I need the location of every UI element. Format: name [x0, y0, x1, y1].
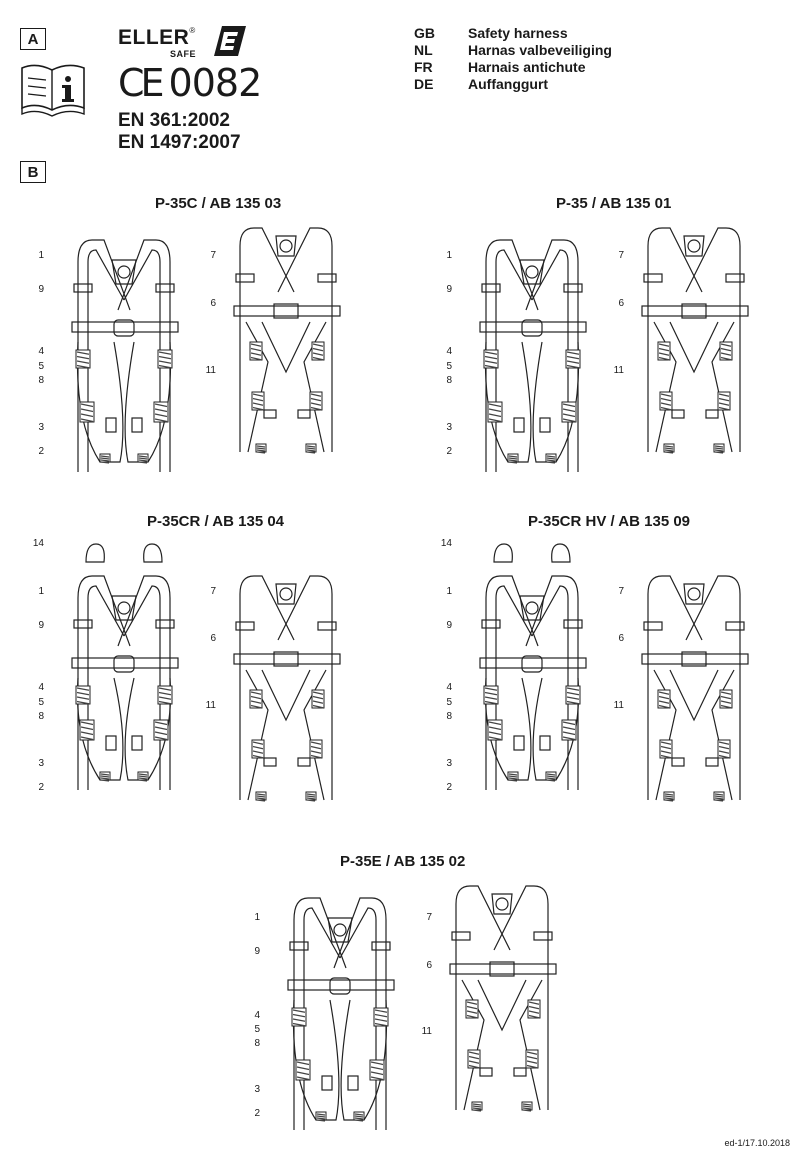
callout-label: 7	[618, 586, 624, 597]
callout-label: 9	[254, 946, 260, 957]
callout-label: 14	[32, 538, 44, 549]
language-row: DE Auffanggurt	[414, 76, 612, 93]
callout-label: 4	[446, 682, 452, 693]
model-title-p35: P-35 / AB 135 01	[556, 195, 672, 212]
callout-label: 11	[205, 365, 216, 376]
brand-registered-mark: ®	[189, 26, 196, 35]
callout-label: 7	[618, 250, 624, 261]
language-name: Harnas valbeveiliging	[468, 42, 612, 58]
language-code: FR	[414, 59, 433, 75]
callout-label: 1	[254, 912, 260, 923]
callout-label: 14	[440, 538, 452, 549]
read-manual-icon	[21, 64, 85, 117]
language-row: NL Harnas valbeveiliging	[414, 42, 612, 59]
callout-label: 5	[254, 1024, 260, 1035]
callout-label: 1	[446, 586, 452, 597]
callout-label: 6	[618, 633, 624, 644]
language-code: DE	[414, 76, 434, 92]
harness-back-view-2	[233, 575, 341, 802]
callout-label: 2	[446, 446, 452, 457]
notified-body-number: 0082	[168, 61, 263, 105]
harness-back-view-0	[233, 227, 341, 454]
callout-label: 7	[210, 586, 216, 597]
callout-label: 5	[38, 697, 44, 708]
harness-front-view-1	[479, 239, 587, 472]
model-title-p35crhv: P-35CR HV / AB 135 09	[528, 513, 691, 530]
language-row: GB Safety harness	[414, 25, 612, 42]
brand-logo: ELLER® SAFE	[118, 26, 246, 59]
brand-name: ELLER	[118, 26, 190, 49]
callout-label: 11	[613, 365, 624, 376]
harness-front-view-4	[287, 897, 395, 1130]
callout-label: 2	[38, 446, 44, 457]
standard-en1497: EN 1497:2007	[118, 132, 241, 153]
callout-label: 3	[38, 758, 44, 769]
callout-label: 5	[38, 361, 44, 372]
callout-label: 7	[210, 250, 216, 261]
callout-label: 8	[254, 1038, 260, 1049]
harness-back-view-3	[641, 575, 749, 802]
callout-label: 4	[38, 682, 44, 693]
callout-label: 3	[254, 1084, 260, 1095]
harness-front-view-0	[71, 239, 179, 472]
callout-label: 8	[446, 375, 452, 386]
callout-label: 11	[421, 1026, 432, 1037]
edition-footer: ed-1/17.10.2018	[724, 1138, 790, 1148]
section-a-label: A	[20, 28, 46, 50]
callout-label: 3	[446, 758, 452, 769]
harness-front-view-3	[479, 543, 587, 790]
callout-label: 9	[446, 284, 452, 295]
callout-label: 1	[38, 250, 44, 261]
brand-subtitle: SAFE	[170, 49, 197, 59]
callout-label: 3	[446, 422, 452, 433]
standard-en361: EN 361:2002	[118, 110, 230, 131]
model-title-p35cr: P-35CR / AB 135 04	[147, 513, 285, 530]
model-title-p35c: P-35C / AB 135 03	[155, 195, 282, 212]
callout-label: 7	[426, 912, 432, 923]
language-list: GB Safety harness NL Harnas valbeveiliging…	[414, 25, 612, 93]
callout-label: 6	[426, 960, 432, 971]
callout-label: 11	[205, 700, 216, 711]
ce-certification: CE 0082	[118, 61, 263, 105]
model-title-p35e: P-35E / AB 135 02	[340, 853, 466, 870]
callout-label: 2	[38, 782, 44, 793]
callout-label: 9	[38, 284, 44, 295]
callout-label: 8	[38, 711, 44, 722]
callout-label: 4	[446, 346, 452, 357]
callout-label: 6	[210, 298, 216, 309]
harness-back-view-4	[449, 885, 557, 1112]
callout-label: 11	[613, 700, 624, 711]
ce-mark: CE	[118, 61, 165, 105]
section-b-label: B	[20, 161, 46, 183]
callout-label: 5	[446, 697, 452, 708]
callout-label: 3	[38, 422, 44, 433]
harness-front-view-2	[71, 543, 179, 790]
callout-label: 1	[446, 250, 452, 261]
callout-label: 8	[38, 375, 44, 386]
harness-back-view-1	[641, 227, 749, 454]
language-code: GB	[414, 25, 435, 41]
callout-label: 2	[446, 782, 452, 793]
brand-emblem-icon	[214, 26, 246, 56]
language-name: Safety harness	[468, 25, 568, 41]
callout-label: 1	[38, 586, 44, 597]
callout-label: 6	[618, 298, 624, 309]
callout-label: 9	[446, 620, 452, 631]
callout-label: 8	[446, 711, 452, 722]
language-code: NL	[414, 42, 433, 58]
callout-label: 2	[254, 1108, 260, 1119]
callout-label: 6	[210, 633, 216, 644]
callout-label: 5	[446, 361, 452, 372]
callout-label: 9	[38, 620, 44, 631]
language-row: FR Harnais antichute	[414, 59, 612, 76]
callout-label: 4	[38, 346, 44, 357]
language-name: Auffanggurt	[468, 76, 549, 92]
language-name: Harnais antichute	[468, 59, 586, 75]
callout-label: 4	[254, 1010, 260, 1021]
